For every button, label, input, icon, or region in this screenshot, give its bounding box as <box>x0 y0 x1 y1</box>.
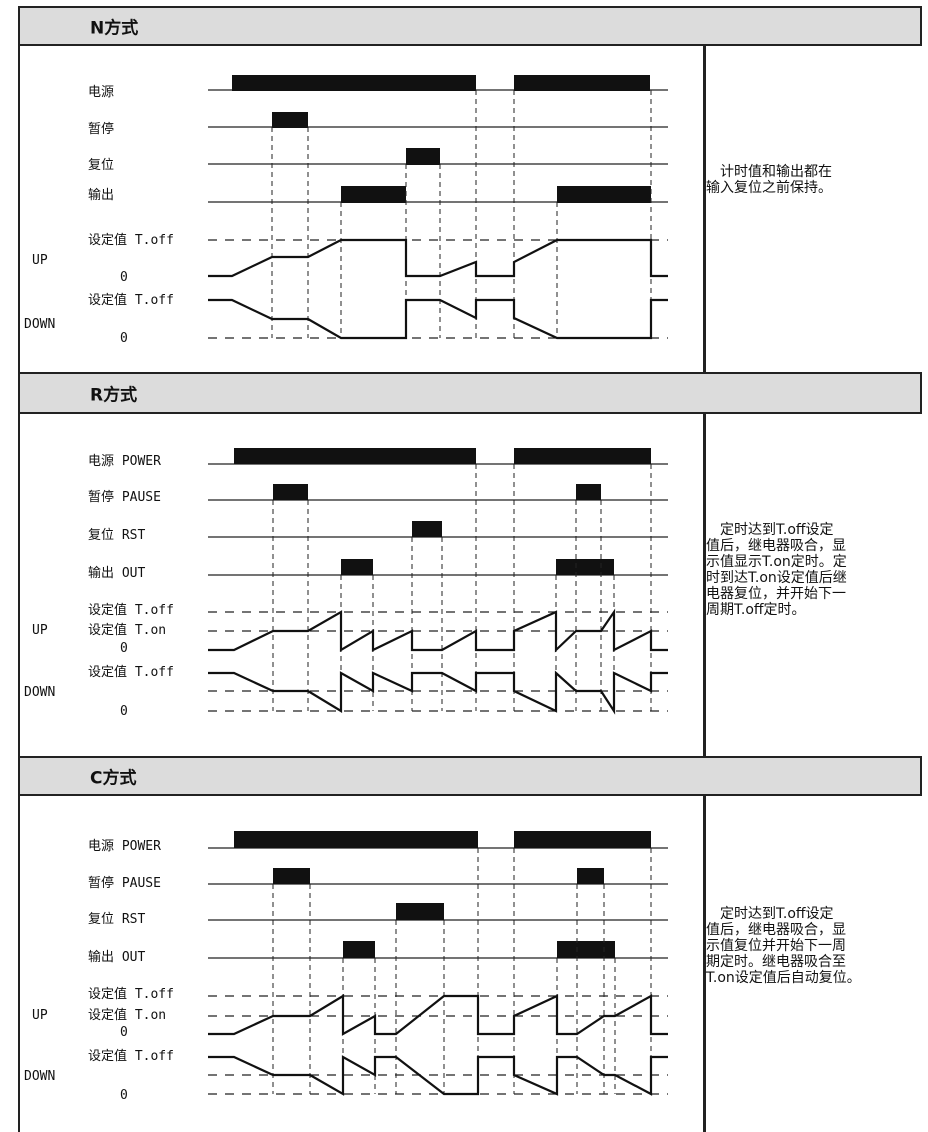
c-reset-pulse <box>396 903 444 920</box>
r-up-label: UP <box>32 623 48 638</box>
section-n-description: 计时值和输出都在 输入复位之前保持。 <box>706 164 832 196</box>
n-up-label: UP <box>32 253 48 268</box>
n-power-pulse-2 <box>514 75 650 91</box>
n-up-setoff-label: 设定值 T.off <box>88 232 174 248</box>
r-output-pulse-2 <box>556 559 614 575</box>
section-n-divider <box>704 46 706 372</box>
c-output-pulse-1 <box>343 941 375 958</box>
n-down-setoff-label: 设定值 T.off <box>88 292 174 308</box>
r-up-zero-label: 0 <box>120 641 128 656</box>
c-reset-label: 复位 RST <box>88 912 145 927</box>
c-down-waveform <box>208 1055 668 1096</box>
r-power-pulse-2 <box>514 448 651 464</box>
n-pause-label: 暂停 <box>88 121 114 137</box>
r-output-label: 输出 OUT <box>88 565 145 581</box>
r-up-waveform <box>208 608 668 653</box>
c-output-pulse-2 <box>557 941 615 958</box>
n-reset-label: 复位 <box>88 158 114 173</box>
n-reset-pulse <box>406 148 440 165</box>
n-down-waveform <box>208 298 668 340</box>
n-down-zero-label: 0 <box>120 331 128 346</box>
r-power-pulse-1 <box>234 448 476 464</box>
r-up-seton-label: 设定值 T.on <box>88 622 166 638</box>
r-pause-label: 暂停 PAUSE <box>88 489 161 505</box>
n-power-pulse-1 <box>232 75 476 91</box>
c-up-zero-label: 0 <box>120 1025 128 1040</box>
c-pause-pulse-1 <box>273 868 310 884</box>
c-down-label: DOWN <box>24 1069 55 1084</box>
c-power-label: 电源 POWER <box>88 839 161 854</box>
c-power-pulse-2 <box>514 831 651 848</box>
r-timing-diagram: 电源 POWER 暂停 PAUSE 复位 RST 输出 OUT 设定值 T.of… <box>24 448 668 719</box>
r-pause-pulse-1 <box>273 484 308 500</box>
r-up-setoff-label: 设定值 T.off <box>88 602 174 618</box>
section-r-header: R方式 <box>18 372 922 414</box>
section-n-title: N方式 <box>90 18 139 39</box>
n-timing-diagram: 电源 暂停 复位 输出 设定值 T.off UP 0 设定值 T.off DOW… <box>24 75 668 346</box>
section-c-description: 定时达到T.off设定 值后，继电器吸合，显 示值复位并开始下一周 期定时。继电… <box>706 906 861 986</box>
section-c-header: C方式 <box>18 756 922 796</box>
n-output-pulse-2 <box>557 186 651 203</box>
n-output-pulse-1 <box>341 186 406 203</box>
section-r-title: R方式 <box>90 385 138 406</box>
n-output-label: 输出 <box>88 187 114 203</box>
r-down-setoff-label: 设定值 T.off <box>88 664 174 680</box>
r-output-pulse-1 <box>341 559 373 575</box>
c-up-seton-label: 设定值 T.on <box>88 1007 166 1023</box>
n-up-waveform <box>208 238 668 278</box>
c-up-label: UP <box>32 1008 48 1023</box>
r-power-label: 电源 POWER <box>88 454 161 469</box>
r-down-waveform <box>208 670 668 715</box>
r-reset-pulse <box>412 521 442 537</box>
c-timing-diagram: 电源 POWER 暂停 PAUSE 复位 RST 输出 OUT 设定值 T.of… <box>24 831 668 1103</box>
section-c-title: C方式 <box>90 768 137 789</box>
section-r-description: 定时达到T.off设定 值后，继电器吸合，显 示值显示T.on定时。定 时到达T… <box>706 522 847 618</box>
section-r-divider <box>704 414 706 756</box>
c-down-zero-label: 0 <box>120 1088 128 1103</box>
c-output-label: 输出 OUT <box>88 949 145 965</box>
c-power-pulse-1 <box>234 831 478 848</box>
section-c-divider <box>704 796 706 1132</box>
c-up-setoff-label: 设定值 T.off <box>88 986 174 1002</box>
n-down-label: DOWN <box>24 317 55 332</box>
r-down-zero-label: 0 <box>120 704 128 719</box>
c-up-waveform <box>208 994 668 1036</box>
c-down-setoff-label: 设定值 T.off <box>88 1048 174 1064</box>
section-n-header: N方式 <box>18 6 922 46</box>
c-pause-pulse-2 <box>577 868 604 884</box>
n-up-zero-label: 0 <box>120 270 128 285</box>
n-power-label: 电源 <box>88 85 114 100</box>
r-down-label: DOWN <box>24 685 55 700</box>
r-reset-label: 复位 RST <box>88 528 145 543</box>
c-pause-label: 暂停 PAUSE <box>88 875 161 891</box>
n-pause-pulse <box>272 112 308 128</box>
r-pause-pulse-2 <box>576 484 601 500</box>
